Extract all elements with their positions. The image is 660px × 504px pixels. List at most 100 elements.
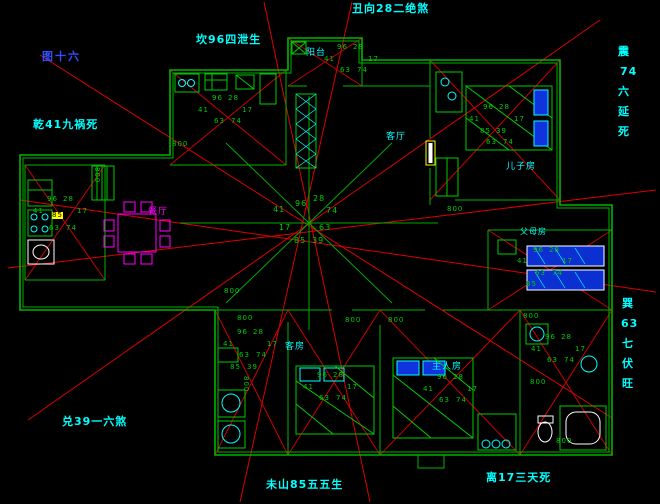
room-label-master: 主人房 xyxy=(432,362,463,372)
star-number: 63 xyxy=(239,351,250,359)
star-number: 41 xyxy=(324,55,335,63)
star-number: 39 xyxy=(247,363,258,371)
room-label-son: 儿子房 xyxy=(506,162,537,172)
star-number: 96 xyxy=(212,94,223,102)
star-number: 74 xyxy=(326,206,339,215)
star-number-highlight: 85 xyxy=(52,211,63,219)
star-number: 96 xyxy=(317,371,328,379)
star-number: 17 xyxy=(279,223,292,232)
star-number: 63 xyxy=(439,396,450,404)
label-zhen-east: 延 xyxy=(618,105,630,118)
sons-room-furniture xyxy=(435,71,553,197)
dim-800: 800 xyxy=(345,316,362,324)
room-label-balcony: 阳台 xyxy=(306,48,327,58)
utility-room-machines xyxy=(217,347,246,449)
star-number: 41 xyxy=(303,383,314,391)
star-number: 85 xyxy=(480,127,491,135)
dim-800: 800 xyxy=(447,205,464,213)
outer-walls xyxy=(19,37,613,456)
star-number: 39 xyxy=(496,127,507,135)
star-number: 28 xyxy=(549,246,560,254)
star-number: 96 xyxy=(533,246,544,254)
parents-room-beds xyxy=(497,239,605,291)
star-number: 63 xyxy=(340,66,351,74)
star-number: 96 xyxy=(337,43,348,51)
star-number: 96 xyxy=(47,195,58,203)
label-xun-southeast: 伏 xyxy=(622,357,634,370)
door-highlight xyxy=(425,140,436,166)
kitchen-appliances-top xyxy=(174,73,277,105)
star-number: 63 xyxy=(319,394,330,402)
star-number: 63 xyxy=(486,138,497,146)
living-room-cabinet xyxy=(295,93,317,169)
guest-room-bed xyxy=(295,365,375,435)
star-number: 17 xyxy=(575,345,586,353)
star-number: 41 xyxy=(223,340,234,348)
star-number: 41 xyxy=(469,115,480,123)
label-qian-northwest: 乾41九祸死 xyxy=(33,118,99,131)
star-number: 74 xyxy=(231,117,242,125)
star-number: 28 xyxy=(63,195,74,203)
label-xun-southeast: 63 xyxy=(621,317,639,330)
star-number: 85 xyxy=(230,363,241,371)
star-number: 74 xyxy=(256,351,267,359)
label-zhen-east: 74 xyxy=(620,65,638,78)
star-number: 28 xyxy=(453,373,464,381)
star-number: 28 xyxy=(561,333,572,341)
star-number: 28 xyxy=(253,328,264,336)
label-xun-southeast: 巽 xyxy=(622,297,634,310)
dim-800: 800 xyxy=(242,376,250,393)
label-xun-southeast: 七 xyxy=(622,337,634,350)
star-number: 41 xyxy=(423,385,434,393)
center-star-lines xyxy=(180,96,438,330)
room-label-parents: 父母房 xyxy=(520,227,547,236)
label-weishan-bottom: 未山85五五生 xyxy=(266,478,344,491)
star-number: 74 xyxy=(564,356,575,364)
star-number: 39 xyxy=(312,236,325,245)
star-number: 74 xyxy=(66,224,77,232)
star-number: 28 xyxy=(333,371,344,379)
star-number: 41 xyxy=(517,257,528,265)
star-number: 41 xyxy=(33,207,44,215)
dim-800: 800 xyxy=(530,378,547,386)
star-number: 41 xyxy=(273,205,286,214)
figure-title: 图十六 xyxy=(42,50,81,63)
dim-800: 800 xyxy=(224,287,241,295)
star-number: 17 xyxy=(514,115,525,123)
star-number: 74 xyxy=(503,138,514,146)
dim-800: 800 xyxy=(172,140,189,148)
star-number: 74 xyxy=(357,66,368,74)
star-number: 96 xyxy=(545,333,556,341)
kitchen-appliances-left xyxy=(27,179,55,265)
star-number: 41 xyxy=(198,106,209,114)
label-li-south: 离17三天死 xyxy=(486,471,552,484)
label-zhen-east: 震 xyxy=(618,45,630,58)
star-number: 17 xyxy=(242,106,253,114)
label-direction-top: 丑向28二绝煞 xyxy=(352,2,430,15)
star-number: 63 xyxy=(214,117,225,125)
star-number: 96 xyxy=(237,328,248,336)
label-dui-west: 兑39一六煞 xyxy=(62,415,128,428)
star-number: 63 xyxy=(319,223,332,232)
star-number: 96 xyxy=(437,373,448,381)
star-number: 17 xyxy=(562,257,573,265)
dim-800: 800 xyxy=(93,167,101,184)
label-zhen-east: 六 xyxy=(618,85,630,98)
label-zhen-east: 死 xyxy=(618,125,630,138)
dim-800: 800 xyxy=(237,314,254,322)
star-number: 85 xyxy=(294,236,307,245)
sector-lines xyxy=(7,1,657,503)
star-number: 63 xyxy=(49,224,60,232)
room-label-guest: 客房 xyxy=(285,342,306,352)
master-room-furniture xyxy=(392,357,517,451)
star-number: 17 xyxy=(368,55,379,63)
dim-800: 800 xyxy=(556,437,573,445)
star-number: 28 xyxy=(228,94,239,102)
star-number: 63 xyxy=(535,269,546,277)
star-number: 74 xyxy=(336,394,347,402)
room-label-living: 客厅 xyxy=(386,132,407,142)
dining-table-set xyxy=(103,201,171,265)
star-number: 74 xyxy=(456,396,467,404)
